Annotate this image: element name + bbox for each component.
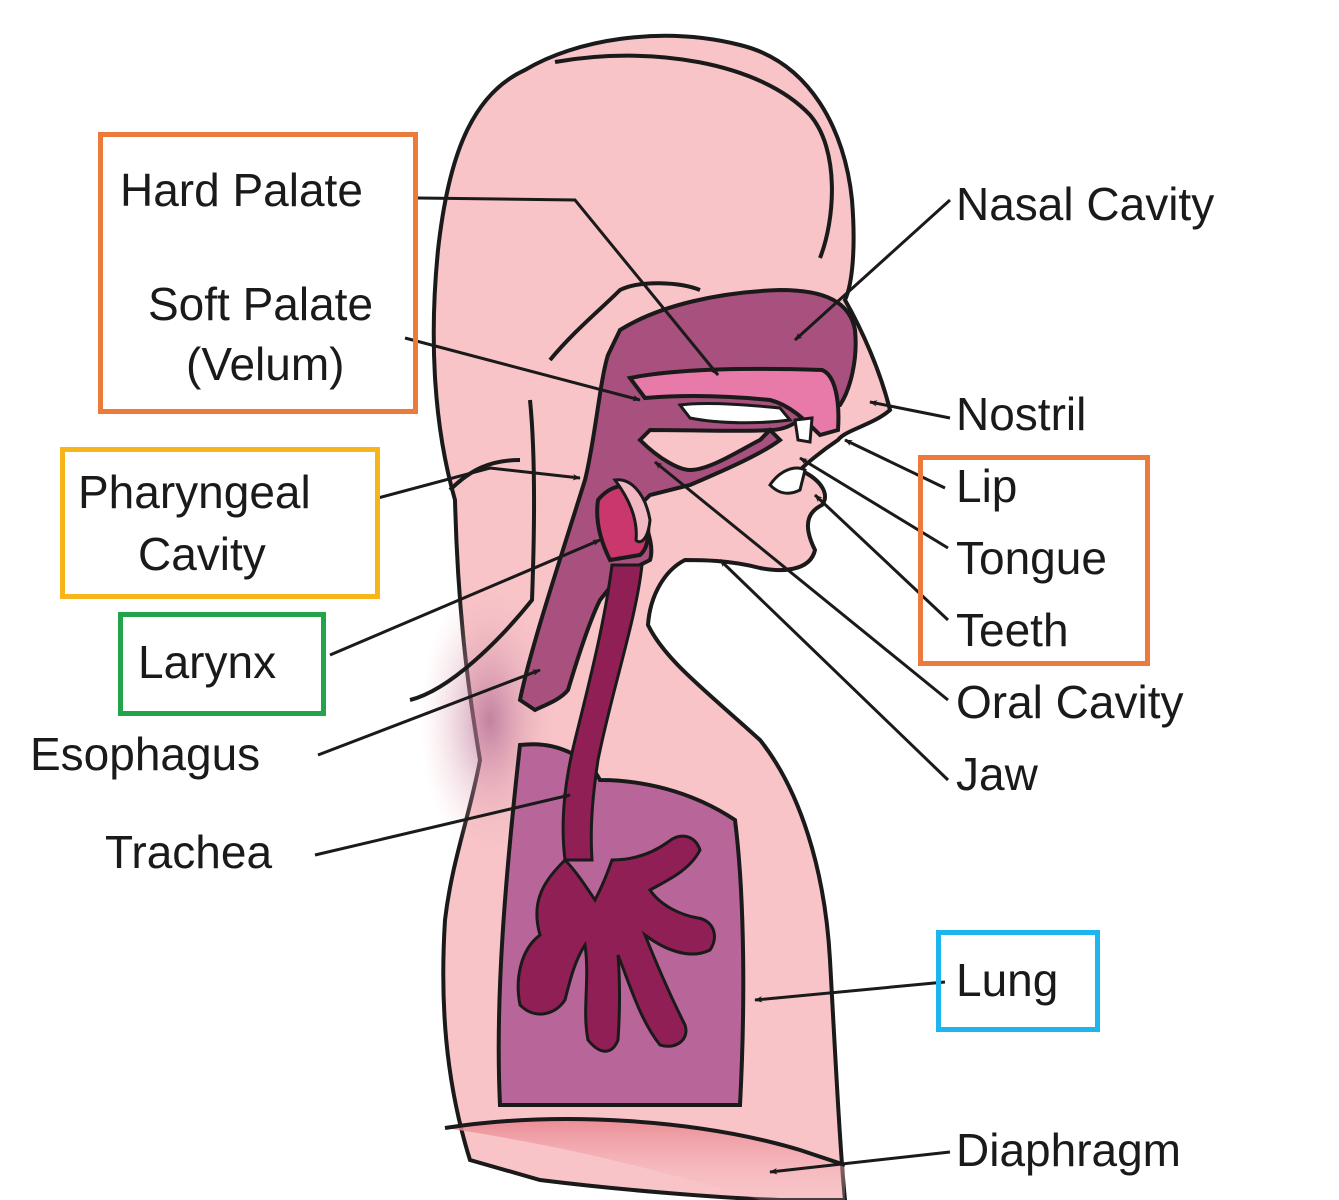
label-teeth: Teeth	[956, 604, 1069, 656]
jaw-pointer	[718, 558, 950, 782]
label-tongue: Tongue	[956, 532, 1107, 584]
label-hard-palate: Hard Palate	[120, 164, 363, 216]
leader-lines	[314, 196, 952, 1175]
mouth-highlight-box	[918, 455, 1150, 666]
palate-band	[626, 366, 841, 438]
larynx-pointer	[329, 538, 601, 657]
esophagus-pointer	[317, 668, 541, 757]
pharyngeal-highlight-box	[60, 447, 380, 599]
diaphragm-pointer	[769, 1150, 951, 1175]
neck-line-2	[448, 458, 521, 492]
front-tooth-shape	[793, 416, 814, 444]
tongue-pointer	[799, 456, 949, 550]
label-esophagus: Esophagus	[30, 728, 261, 780]
trachea-pointer	[314, 793, 571, 857]
label-larynx: Larynx	[138, 636, 277, 688]
lung-highlight-box	[936, 930, 1100, 1032]
label-lip: Lip	[956, 460, 1018, 512]
oral-cavity-pointer	[654, 460, 949, 702]
label-trachea: Trachea	[105, 826, 273, 878]
label-lung: Lung	[956, 954, 1059, 1006]
diaphragm-shape	[445, 1119, 845, 1200]
skull-contour	[554, 53, 834, 259]
trachea-shape	[561, 563, 644, 862]
label-nasal-cavity: Nasal Cavity	[956, 178, 1215, 230]
lip-pointer	[844, 438, 946, 490]
neck-line	[409, 399, 537, 702]
label-soft-palate: Soft Palate	[148, 278, 374, 330]
nasal-cavity-pointer	[793, 198, 952, 342]
soft-palate-pointer	[404, 336, 641, 402]
lung-pointer	[754, 980, 946, 1003]
label-pharyngeal-cavity: Cavity	[138, 528, 266, 580]
teeth-pointer	[813, 493, 950, 622]
label-velum: (Velum)	[186, 338, 345, 390]
bronchi-shape	[516, 834, 716, 1053]
upper-teeth-shape	[677, 402, 793, 425]
palate-highlight-box	[98, 132, 418, 414]
face-contour	[548, 281, 701, 362]
diaphragm-line	[444, 1117, 846, 1167]
nostril-pointer	[869, 400, 951, 420]
lower-teeth-shape	[768, 466, 807, 495]
label-pharyngeal: Pharyngeal	[78, 466, 311, 518]
larynx-highlight-box	[118, 612, 326, 716]
label-diaphragm: Diaphragm	[956, 1124, 1181, 1176]
label-jaw: Jaw	[956, 748, 1038, 800]
epiglottis-shape	[612, 478, 652, 544]
label-nostril: Nostril	[956, 388, 1087, 440]
label-oral-cavity: Oral Cavity	[956, 676, 1184, 728]
pharyngeal-pointer	[377, 466, 581, 500]
hard-palate-pointer	[417, 196, 720, 376]
